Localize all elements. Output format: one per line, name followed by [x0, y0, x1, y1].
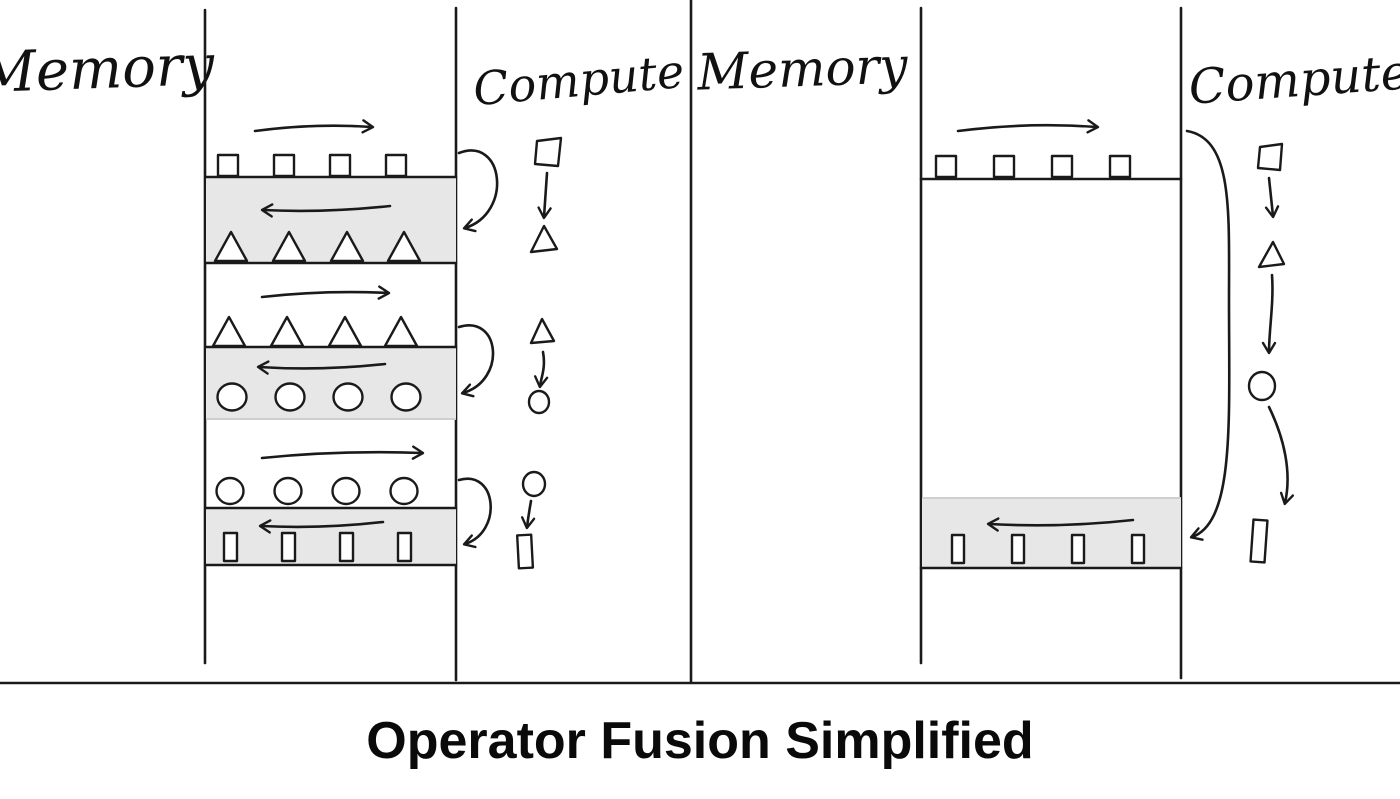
bar-icon	[222, 531, 239, 563]
circle-icon	[332, 382, 364, 412]
square-icon	[992, 154, 1016, 179]
write-arrow-left-icon	[256, 360, 387, 375]
circles-row	[216, 382, 422, 412]
circle-icon	[389, 476, 419, 506]
compute-op3	[515, 470, 547, 570]
down-arrow-icon	[537, 171, 552, 220]
read-arrow-right-icon	[956, 119, 1100, 134]
triangle-icon	[327, 315, 363, 348]
bar-icon	[396, 531, 413, 563]
square-icon	[272, 153, 296, 178]
circle-icon	[390, 382, 422, 412]
circle-icon	[216, 382, 248, 412]
down-arrow-icon	[520, 499, 536, 530]
read-arrow-right-icon	[260, 445, 425, 460]
fused-compute-chain	[1247, 142, 1295, 564]
circle-icon	[274, 382, 306, 412]
compute-loop-arrow-icon	[457, 149, 499, 233]
bar-icon	[950, 533, 966, 565]
square-icon	[934, 154, 958, 179]
circle-icon	[215, 476, 245, 506]
left-op1-square-to-triangle	[204, 119, 563, 265]
memory-label: Memory	[695, 36, 909, 101]
square-icon	[384, 153, 408, 178]
bar-icon	[338, 531, 355, 563]
read-arrow-right-icon	[260, 285, 391, 300]
square-icon	[1050, 154, 1074, 179]
triangle-icon	[529, 317, 556, 345]
triangle-icon	[529, 224, 559, 254]
square-icon	[216, 153, 240, 178]
bar-icon	[1070, 533, 1086, 565]
square-icon	[533, 136, 563, 168]
read-arrow-right-icon	[253, 119, 375, 134]
bar-icon	[1249, 518, 1269, 564]
circle-icon	[527, 389, 551, 415]
fused-compute-loop-arrow-icon	[1185, 129, 1231, 541]
bars-row	[222, 531, 413, 563]
left-panel-unfused: Memory Compute	[0, 6, 686, 682]
down-arrow-icon	[1264, 176, 1280, 219]
figure-title: Operator Fusion Simplified	[366, 712, 1033, 770]
compute-op1	[529, 136, 563, 254]
circle-icon	[331, 476, 361, 506]
compute-op2	[527, 317, 556, 415]
circle-icon	[273, 476, 303, 506]
bar-icon	[280, 531, 297, 563]
triangle-icon	[211, 315, 247, 348]
compute-loop-arrow-icon	[457, 477, 492, 549]
write-arrow-left-icon	[260, 203, 392, 218]
compute-label: Compute	[1187, 44, 1400, 115]
triangle-icon	[213, 230, 249, 263]
triangle-icon	[383, 315, 419, 348]
triangle-icon	[271, 230, 307, 263]
square-icon	[1108, 154, 1132, 179]
circles-row	[215, 476, 419, 506]
circle-icon	[521, 470, 547, 498]
triangles-row	[213, 230, 422, 263]
triangle-icon	[386, 230, 422, 263]
left-op3-circle-to-bar	[204, 445, 547, 570]
squares-row	[216, 153, 408, 178]
bar-icon	[515, 533, 535, 570]
down-arrow-icon	[533, 350, 549, 389]
triangles-row	[211, 315, 419, 348]
compute-loop-arrow-icon	[457, 324, 495, 398]
square-icon	[1256, 142, 1284, 172]
down-arrow-icon	[1261, 273, 1277, 355]
memory-band	[206, 177, 456, 263]
bars-row	[950, 533, 1146, 565]
write-arrow-left-icon	[986, 517, 1135, 532]
triangle-icon	[329, 230, 365, 263]
compute-label: Compute	[471, 44, 686, 116]
down-arrow-icon	[1267, 405, 1295, 506]
left-op2-triangle-to-circle	[204, 285, 556, 420]
right-panel-fused: Memory Compute	[695, 6, 1400, 680]
triangle-icon	[1257, 240, 1286, 269]
memory-band	[206, 508, 456, 565]
squares-row	[934, 154, 1132, 179]
square-icon	[328, 153, 352, 178]
circle-icon	[1247, 370, 1277, 402]
memory-label: Memory	[0, 33, 217, 106]
triangle-icon	[269, 315, 305, 348]
memory-band	[206, 347, 456, 419]
bar-icon	[1010, 533, 1026, 565]
bar-icon	[1130, 533, 1146, 565]
write-arrow-left-icon	[258, 519, 385, 534]
